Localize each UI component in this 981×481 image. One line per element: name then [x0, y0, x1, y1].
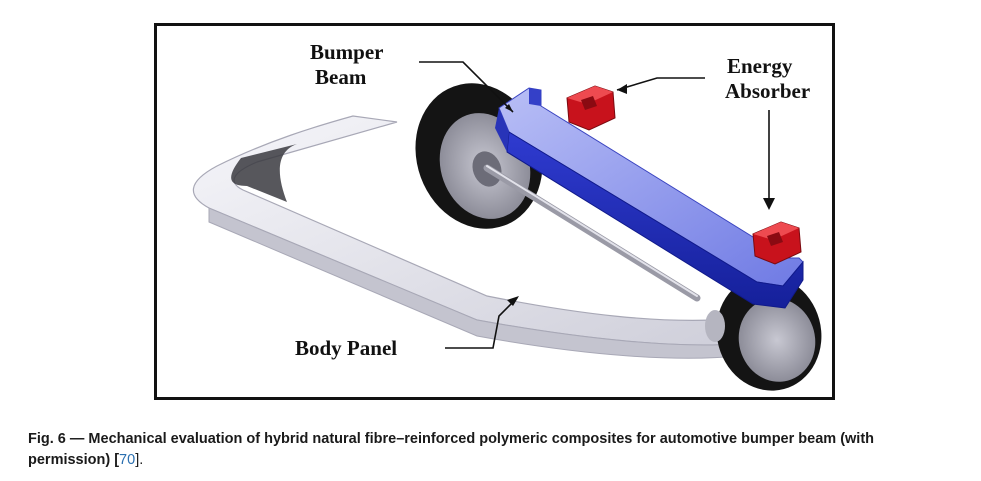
label-bumper-beam-line2: Beam: [315, 65, 367, 89]
caption-suffix: ].: [135, 452, 144, 468]
citation-link[interactable]: 70: [119, 452, 136, 468]
figure-frame: Bumper Beam Energy Absorber Body Panel: [154, 23, 835, 400]
energy-absorber-bottom: [752, 221, 802, 265]
bumper-beam-part: [495, 87, 804, 309]
label-energy-absorber-line2: Absorber: [725, 79, 811, 103]
axle-rod: [483, 164, 701, 302]
label-bumper-beam-line1: Bumper: [310, 40, 384, 64]
label-energy-absorber-line1: Energy: [727, 54, 793, 78]
figure-caption: Fig. 6 — Mechanical evaluation of hybrid…: [28, 429, 958, 471]
arrow-heads: [505, 84, 775, 306]
leader-arrows: [419, 61, 770, 349]
wheel-right: [705, 275, 822, 391]
figure-number: Fig. 6: [28, 431, 66, 447]
label-body-panel: Body Panel: [295, 336, 398, 360]
caption-text: — Mechanical evaluation of hybrid natura…: [28, 431, 875, 468]
bumper-assembly-illustration: [192, 61, 822, 391]
body-panel-part: [192, 115, 740, 359]
energy-absorber-top: [566, 85, 616, 131]
